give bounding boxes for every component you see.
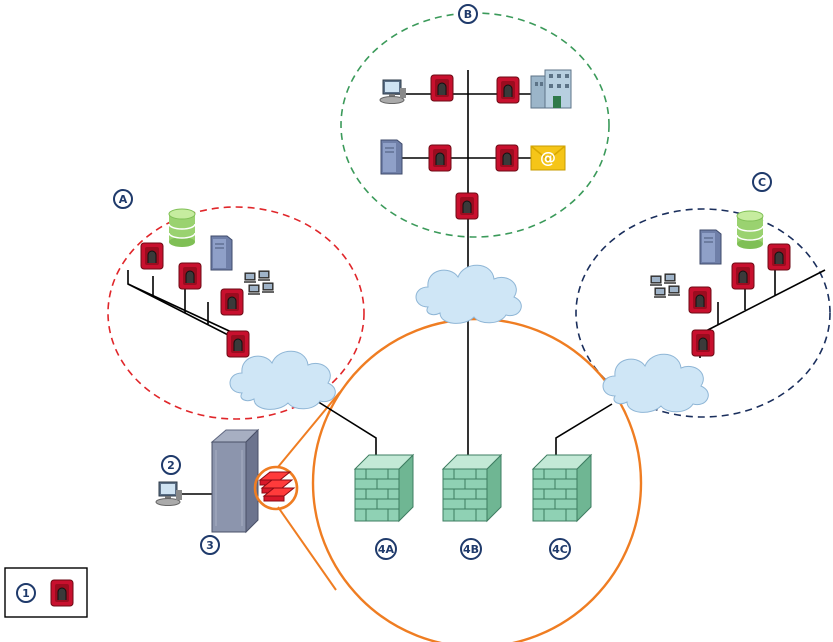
zone-c-boundary (575, 208, 831, 418)
secure-agent-icon (220, 288, 244, 316)
secure-agent-icon (688, 286, 712, 314)
secure-agent-icon (226, 330, 250, 358)
workstations-icon (650, 274, 680, 298)
appliance-badge: 3 (200, 535, 220, 555)
zone-a-badge: A (113, 189, 133, 209)
cloud-icon (229, 350, 336, 410)
admin-console-icon (155, 481, 183, 506)
secure-agent-icon (496, 76, 520, 104)
firewall-4c-label: 4C (552, 543, 568, 556)
zone-c-label: C (758, 176, 766, 189)
server-tower-icon (210, 235, 233, 271)
secure-agent-icon (495, 144, 519, 172)
zone-c-badge: C (752, 172, 772, 192)
server-tower-icon (699, 229, 722, 265)
cloud-icon (415, 264, 522, 324)
firewall-4a-label: 4A (378, 543, 395, 556)
secure-agent-icon (140, 242, 164, 270)
console-number-label: 2 (167, 459, 175, 472)
appliance-zoom-ring (253, 465, 299, 511)
firewall-4b-label: 4B (463, 543, 479, 556)
secure-agent-icon (691, 329, 715, 357)
admin-console-icon (379, 79, 407, 104)
appliance-rack-icon (210, 428, 260, 534)
appliance-number-label: 3 (206, 539, 214, 552)
secure-agent-icon (428, 144, 452, 172)
magnify-connector-top (277, 391, 341, 468)
magnify-connector-bottom (277, 506, 337, 591)
console-badge: 2 (161, 455, 181, 475)
firewall-icon (532, 454, 592, 522)
firewall-icon (354, 454, 414, 522)
zone-b-label: B (464, 8, 472, 21)
firewall-4c-badge: 4C (549, 538, 571, 560)
firewall-4b-badge: 4B (460, 538, 482, 560)
building-icon (530, 69, 572, 109)
firewall-4a-badge: 4A (375, 538, 397, 560)
agent-stack-icon (258, 471, 296, 502)
secure-agent-icon (767, 243, 791, 271)
secure-agent-icon (50, 579, 74, 607)
zone-a-boundary (107, 206, 365, 420)
server-tower-icon (380, 139, 403, 175)
firewall-icon (442, 454, 502, 522)
cloud-icon (602, 353, 709, 413)
secure-agent-icon (731, 262, 755, 290)
database-icon (736, 210, 764, 250)
legend-number-label: 1 (22, 587, 30, 600)
zone-a-label: A (119, 193, 128, 206)
workstations-icon (244, 271, 274, 295)
secure-agent-icon (178, 262, 202, 290)
zone-b-badge: B (458, 4, 478, 24)
database-icon (168, 208, 196, 248)
secure-agent-icon (430, 74, 454, 102)
mail-icon (530, 145, 566, 171)
secure-agent-icon (455, 192, 479, 220)
legend-box: 1 (4, 567, 88, 618)
